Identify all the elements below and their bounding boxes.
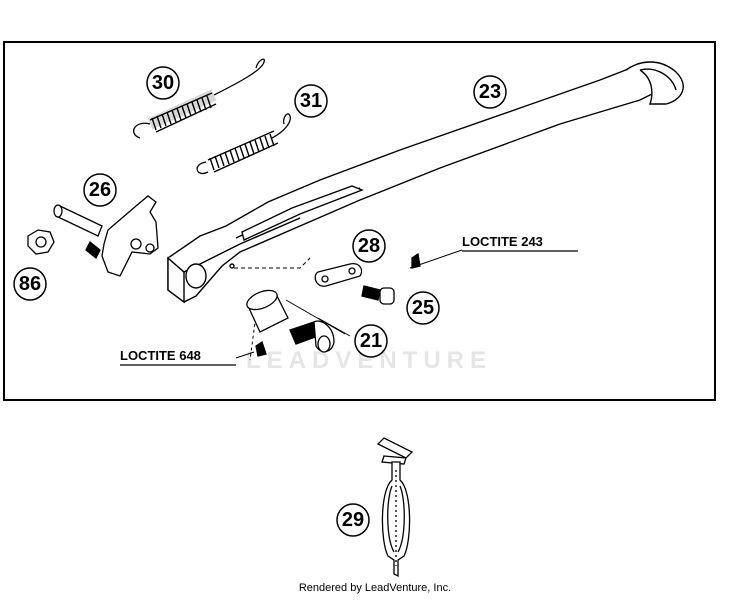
callout-30: 30 [146,66,180,100]
leader-lines [234,249,463,361]
callout-23: 23 [473,75,507,109]
svg-text:86: 86 [19,273,41,295]
loctite-648-label: LOCTITE 648 [120,348,236,366]
svg-text:LOCTITE 648: LOCTITE 648 [120,348,201,363]
callout-31: 31 [294,84,328,118]
diagram-frame [3,41,716,401]
callout-29: 29 [336,503,370,537]
callout-28: 28 [352,229,386,263]
svg-text:26: 26 [89,179,111,201]
tool-29 [376,437,414,578]
plate-28 [314,263,363,287]
svg-text:LOCTITE 243: LOCTITE 243 [462,234,543,249]
pivot-bracket-26 [53,195,159,277]
svg-text:31: 31 [300,90,322,112]
svg-text:25: 25 [412,297,434,319]
svg-text:30: 30 [152,72,174,94]
svg-text:28: 28 [358,235,380,257]
svg-text:29: 29 [342,509,364,531]
spring-31 [196,113,291,175]
spring-30 [133,58,265,139]
screw-25 [361,252,421,305]
loctite-243-label: LOCTITE 243 [462,234,578,252]
callout-25: 25 [406,291,440,325]
callout-86: 86 [13,267,47,301]
side-stand-23 [167,61,684,304]
callout-26: 26 [83,173,117,207]
nut-86 [27,229,55,255]
svg-text:21: 21 [360,330,382,352]
bushing-21 [246,289,335,357]
svg-text:23: 23 [479,81,501,103]
callout-21: 21 [354,324,388,358]
render-credit: Rendered by LeadVenture, Inc. [298,582,452,594]
